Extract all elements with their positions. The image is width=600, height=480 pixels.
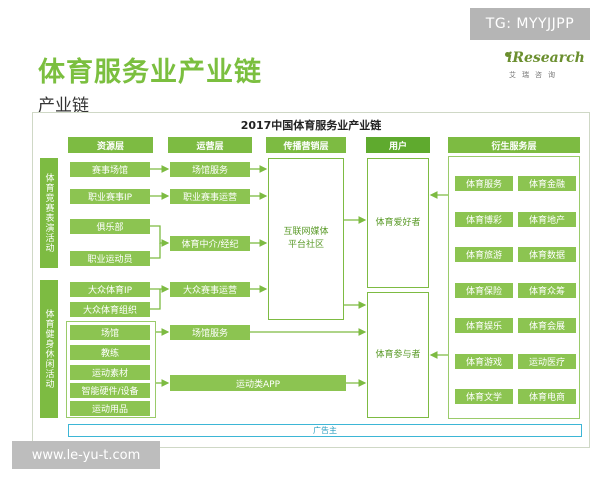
resource-pro-event-ip: 职业赛事IP <box>70 189 150 204</box>
column-header-derivative: 衍生服务层 <box>448 137 580 153</box>
operation-public-event: 大众赛事运营 <box>170 282 250 297</box>
media-internet-platform: 互联网媒体 平台社区 <box>268 158 344 320</box>
resource-sports-material: 运动素材 <box>70 365 150 380</box>
resource-smart-hardware: 智能硬件/设备 <box>70 383 150 398</box>
site-watermark: www.le-yu-t.com <box>12 441 160 469</box>
resource-pro-athlete: 职业运动员 <box>70 251 150 266</box>
derivative-item: 体育数据 <box>518 247 576 262</box>
user-sports-fans: 体育爱好者 <box>367 158 429 288</box>
derivative-item: 体育金融 <box>518 176 576 191</box>
derivative-item: 体育服务 <box>455 176 513 191</box>
operation-gym-service: 场馆服务 <box>170 325 250 340</box>
column-header-operation: 运营层 <box>168 137 252 153</box>
side-label-fitness: 体育健身休闲活动 <box>40 280 58 418</box>
operation-venue-service: 场馆服务 <box>170 162 250 177</box>
advertiser-bar: 广告主 <box>68 424 582 437</box>
column-header-user: 用户 <box>366 137 430 153</box>
derivative-item: 体育会展 <box>518 318 576 333</box>
resource-club: 俱乐部 <box>70 219 150 234</box>
derivative-item: 体育保险 <box>455 282 513 298</box>
page-title: 体育服务业产业链 <box>38 57 262 88</box>
logo-dot-icon <box>505 52 510 57</box>
resource-public-sports-org: 大众体育组织 <box>70 302 150 317</box>
derivative-item: 体育博彩 <box>455 211 513 227</box>
resource-sporting-goods: 运动用品 <box>70 401 150 416</box>
logo-word: iResearch <box>507 50 585 66</box>
resource-public-sports-ip: 大众体育IP <box>70 282 150 297</box>
logo-subtext: 艾瑞咨询 <box>509 71 561 79</box>
tg-badge: TG: MYYJJPP <box>470 8 590 40</box>
resource-coach: 教练 <box>70 345 150 360</box>
operation-sports-app: 运动类APP <box>170 375 346 391</box>
operation-pro-event: 职业赛事运营 <box>170 189 250 204</box>
derivative-item: 体育旅游 <box>455 247 513 262</box>
derivative-item: 体育娱乐 <box>455 318 513 333</box>
user-sports-participants: 体育参与者 <box>367 292 429 418</box>
column-header-resource: 资源层 <box>68 137 153 153</box>
side-label-competition: 体育竞赛表演活动 <box>40 158 58 268</box>
diagram-frame <box>32 112 590 448</box>
derivative-item: 运动医疗 <box>518 353 576 369</box>
resource-venue: 赛事场馆 <box>70 162 150 177</box>
resource-gym: 场馆 <box>70 325 150 340</box>
derivative-item: 体育地产 <box>518 211 576 227</box>
derivative-item: 体育电商 <box>518 389 576 404</box>
page-subtitle: 产业链 <box>38 96 89 116</box>
derivative-item: 体育文学 <box>455 389 513 404</box>
column-header-media: 传播营销层 <box>266 137 346 153</box>
derivative-item: 体育众筹 <box>518 282 576 298</box>
diagram-title: 2017中国体育服务业产业链 <box>240 119 382 132</box>
iresearch-logo: iResearch 艾瑞咨询 <box>505 50 585 84</box>
derivative-item: 体育游戏 <box>455 353 513 369</box>
operation-agency: 体育中介/经纪 <box>170 236 250 251</box>
